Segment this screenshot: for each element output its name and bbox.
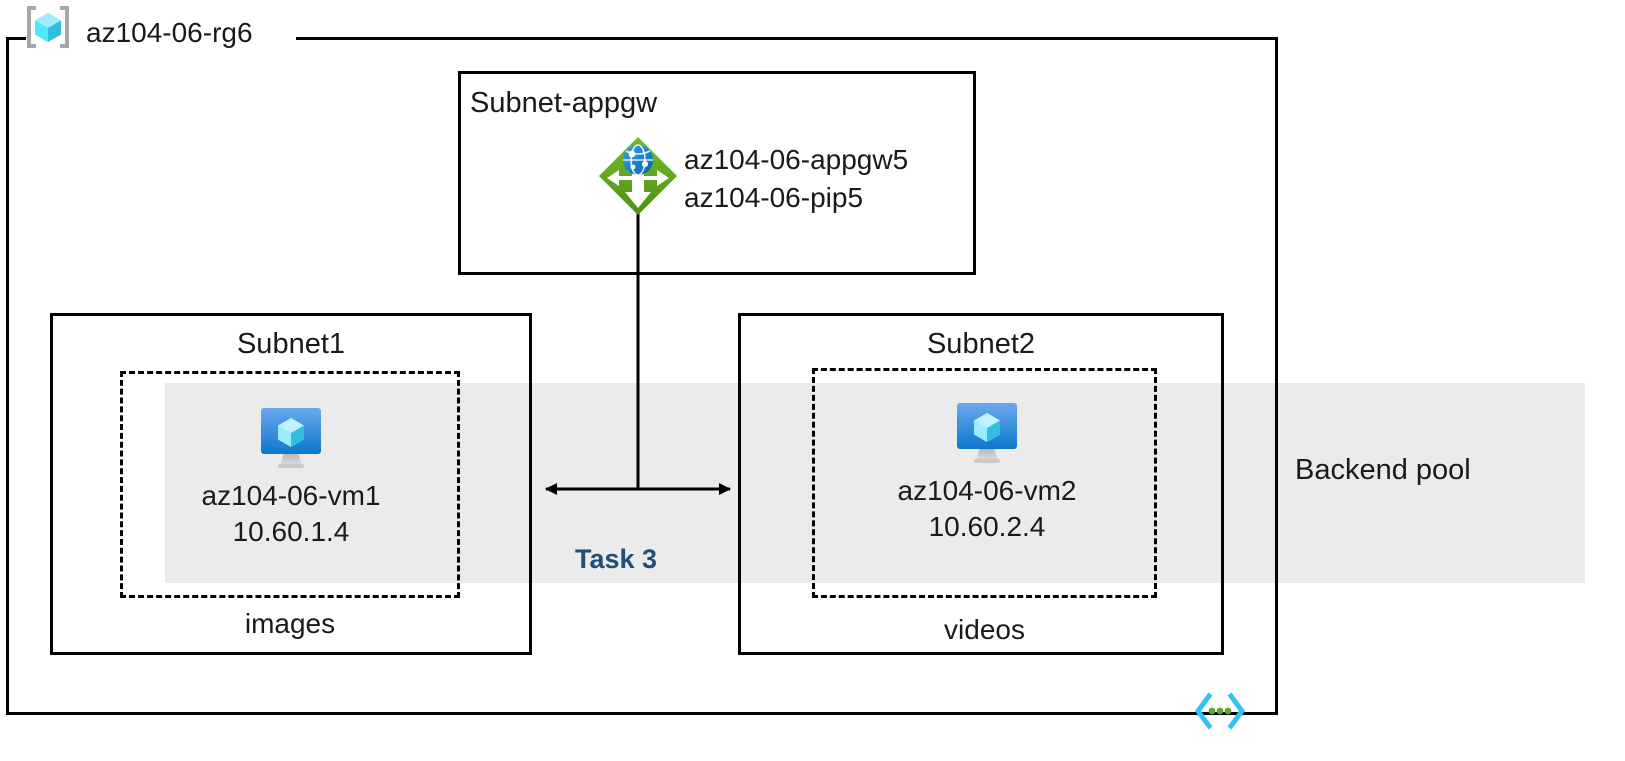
subnet-appgw-label: Subnet-appgw bbox=[470, 87, 658, 119]
task-label: Task 3 bbox=[575, 544, 658, 574]
subnet1-label: Subnet1 bbox=[236, 328, 346, 360]
application-gateway-labels: az104-06-appgw5 az104-06-pip5 bbox=[684, 141, 908, 217]
appgw-name-label: az104-06-appgw5 bbox=[684, 144, 909, 175]
backend-pool-band bbox=[165, 383, 1585, 583]
application-gateway-node bbox=[596, 134, 680, 218]
appgw-pip-label: az104-06-pip5 bbox=[684, 182, 864, 213]
subnet-appgw-box bbox=[458, 71, 976, 275]
vm2-name-label: az104-06-vm2 bbox=[897, 475, 1077, 506]
subnet2-nic-dashed-box bbox=[812, 368, 1157, 598]
application-gateway-icon bbox=[599, 137, 677, 215]
vm1-ip-label: 10.60.1.4 bbox=[232, 516, 350, 547]
resource-group-label: az104-06-rg6 bbox=[86, 17, 253, 48]
vm1-name-label: az104-06-vm1 bbox=[201, 480, 381, 511]
subnet2-label: Subnet2 bbox=[926, 328, 1036, 360]
virtual-machine-1: az104-06-vm1 10.60.1.4 bbox=[160, 404, 422, 550]
subnet2-zone-label: videos bbox=[944, 614, 1025, 645]
resource-group-frame bbox=[6, 37, 1278, 715]
virtual-machine-icon bbox=[261, 408, 321, 468]
resource-group-title-mask bbox=[26, 26, 296, 50]
subnet2-box bbox=[738, 313, 1224, 655]
code-brackets-icon bbox=[1194, 692, 1246, 730]
vm2-ip-label: 10.60.2.4 bbox=[928, 511, 1046, 542]
resource-group-icon bbox=[27, 6, 69, 48]
virtual-machine-icon bbox=[957, 403, 1017, 463]
subnet1-nic-dashed-box bbox=[120, 371, 460, 598]
backend-pool-label: Backend pool bbox=[1295, 454, 1471, 486]
subnet1-zone-label: images bbox=[244, 608, 336, 639]
virtual-machine-2: az104-06-vm2 10.60.2.4 bbox=[856, 399, 1118, 545]
subnet1-box bbox=[50, 313, 532, 655]
